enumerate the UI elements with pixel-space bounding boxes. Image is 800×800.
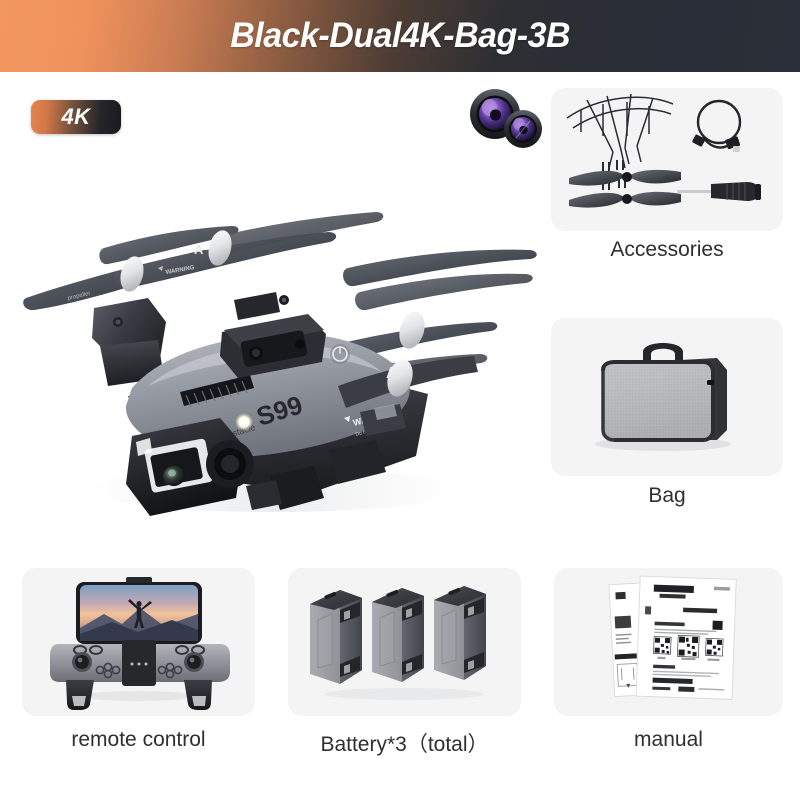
motor-cap-front-left bbox=[208, 230, 232, 266]
led-core bbox=[240, 418, 248, 426]
propeller-rear-right bbox=[343, 249, 537, 311]
status-badge-resolution: 4K bbox=[31, 100, 121, 134]
panel-battery bbox=[288, 568, 521, 716]
grip-left bbox=[66, 680, 94, 710]
bag-illustration bbox=[595, 343, 731, 451]
manual-illustration bbox=[608, 575, 737, 700]
bag-handle-icon bbox=[643, 343, 683, 360]
joystick-right[interactable] bbox=[184, 652, 204, 672]
motor-cap-front-right bbox=[387, 359, 413, 397]
product-title-banner: Black-Dual4K-Bag-3B bbox=[0, 0, 800, 72]
landing-gear bbox=[246, 404, 406, 510]
resolution-badge-label: 4K bbox=[61, 104, 91, 129]
motor-cap-rear-right bbox=[399, 311, 425, 349]
dual-camera-lens-icon bbox=[470, 89, 542, 148]
svg-text:propeller: propeller bbox=[67, 291, 91, 302]
spare-propeller-icon-2 bbox=[569, 191, 681, 208]
warning-label-rear: WARNING bbox=[165, 265, 195, 276]
arm-label-a-rear: A bbox=[194, 242, 204, 257]
power-button[interactable] bbox=[330, 344, 350, 364]
panel-bag bbox=[551, 318, 783, 476]
panel-label-bag: Bag bbox=[648, 484, 686, 507]
camera-gimbal bbox=[126, 418, 254, 516]
top-sensor-module bbox=[220, 292, 326, 378]
accessories-illustration bbox=[566, 93, 761, 208]
panel-label-battery: Battery*3（total） bbox=[320, 733, 489, 756]
person-silhouette bbox=[128, 599, 152, 628]
usb-cable-icon bbox=[692, 99, 742, 152]
body-vent bbox=[180, 375, 254, 408]
status-leds bbox=[130, 662, 148, 666]
battery-illustration bbox=[310, 586, 486, 700]
battery-pack bbox=[310, 590, 362, 684]
page-title: Black-Dual4K-Bag-3B bbox=[230, 16, 570, 55]
panel-manual bbox=[554, 568, 783, 716]
arm-assembly-left bbox=[92, 298, 166, 386]
battery-pack bbox=[372, 588, 424, 682]
smartphone-mount bbox=[76, 577, 202, 644]
panel-label-remote-control: remote control bbox=[71, 728, 206, 751]
panel-label-manual: manual bbox=[634, 728, 703, 751]
motor-cap-rear-left bbox=[120, 256, 144, 292]
panel-remote-control bbox=[22, 568, 255, 716]
app-guide-sheet bbox=[635, 575, 737, 700]
function-buttons[interactable] bbox=[95, 662, 183, 679]
drone-product-photo: propeller A WARNING bbox=[23, 212, 537, 516]
qr-code-group bbox=[653, 635, 724, 658]
battery-pack bbox=[434, 586, 486, 680]
panel-accessories bbox=[551, 88, 783, 231]
manual-title-block bbox=[653, 584, 694, 593]
spare-propeller-icon bbox=[569, 169, 681, 186]
joystick-left[interactable] bbox=[72, 652, 92, 672]
panel-label-accessories: Accessories bbox=[610, 238, 724, 261]
remote-illustration bbox=[50, 577, 230, 710]
propeller-guards-icon bbox=[566, 93, 674, 169]
screwdriver-icon bbox=[677, 182, 761, 201]
